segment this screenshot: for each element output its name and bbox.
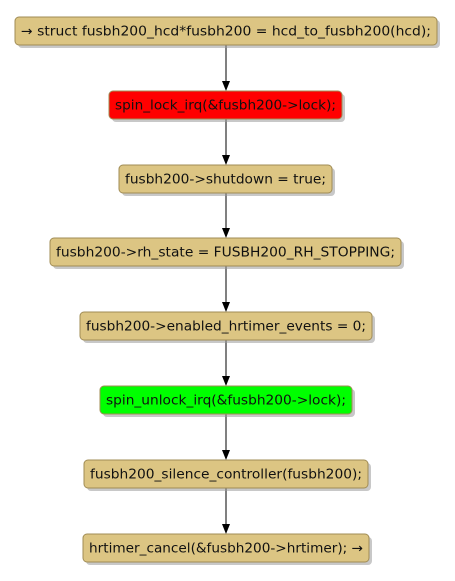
arrowhead-icon [222,376,230,386]
flow-node: fusbh200->shutdown = true; [118,164,335,196]
node-box [83,459,369,489]
flow-edge [222,414,230,460]
node-label: hrtimer_cancel(&fusbh200->hrtimer); → [89,542,363,557]
flow-edge [222,45,230,91]
flow-edge [222,340,230,386]
node-label: fusbh200->shutdown = true; [125,173,326,188]
flow-node: hrtimer_cancel(&fusbh200->hrtimer); → [82,533,372,565]
node-label: fusbh200->enabled_hrtimer_events = 0; [86,320,366,335]
node-box [79,311,373,341]
node-label: fusbh200_silence_controller(fusbh200); [90,468,362,483]
node-label: spin_unlock_irq(&fusbh200->lock); [106,394,346,409]
flow-node: → struct fusbh200_hcd*fusbh200 = hcd_to_… [14,16,440,48]
nodes-layer: → struct fusbh200_hcd*fusbh200 = hcd_to_… [14,16,440,565]
node-box [118,164,333,194]
arrowhead-icon [222,302,230,312]
flow-node: fusbh200->rh_state = FUSBH200_RH_STOPPIN… [49,237,404,269]
node-box [99,385,353,415]
edges-layer [222,45,230,534]
flow-node: spin_lock_irq(&fusbh200->lock); [108,90,345,122]
node-label: → struct fusbh200_hcd*fusbh200 = hcd_to_… [21,25,431,40]
arrowhead-icon [222,81,230,91]
flow-node: fusbh200_silence_controller(fusbh200); [83,459,371,491]
flow-edge [222,193,230,238]
flow-node: fusbh200->enabled_hrtimer_events = 0; [79,311,375,343]
arrowhead-icon [222,450,230,460]
arrowhead-icon [222,155,230,165]
node-box [82,533,370,563]
node-label: fusbh200->rh_state = FUSBH200_RH_STOPPIN… [56,246,395,261]
flow-edge [222,266,230,312]
node-label: spin_lock_irq(&fusbh200->lock); [115,99,336,114]
flow-edge [222,119,230,165]
node-box [14,16,438,46]
arrowhead-icon [222,228,230,238]
flow-edge [222,488,230,534]
arrowhead-icon [222,524,230,534]
node-box [49,237,402,267]
flow-node: spin_unlock_irq(&fusbh200->lock); [99,385,355,417]
node-box [108,90,343,120]
